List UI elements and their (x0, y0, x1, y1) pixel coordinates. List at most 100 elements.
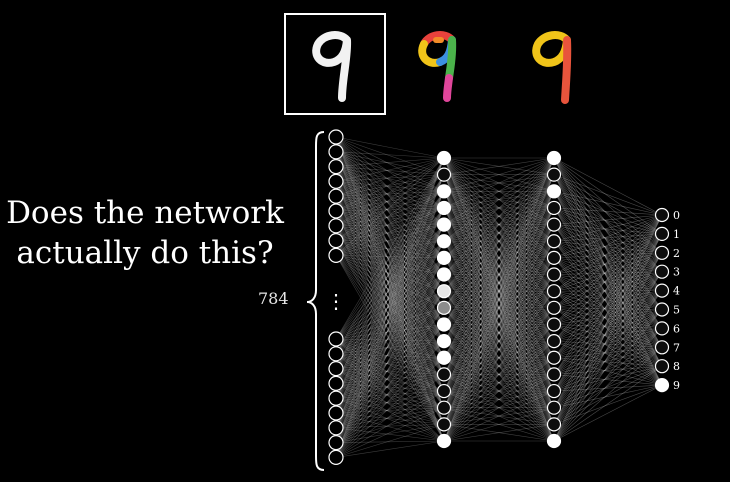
network-edge (335, 224, 445, 227)
network-edge (553, 274, 663, 329)
network-edge (335, 191, 445, 414)
network-edge (335, 191, 445, 354)
network-edge (443, 357, 555, 442)
network-edge (335, 324, 445, 399)
network-edge (553, 384, 663, 425)
network-edge (443, 257, 555, 342)
hidden-neuron (546, 267, 562, 282)
network-edge (335, 257, 445, 458)
network-edge (443, 174, 555, 275)
network-edge (335, 383, 445, 392)
output-digit-label: 5 (673, 304, 680, 317)
output-digit-label: 6 (673, 322, 680, 335)
network-edge (443, 207, 555, 242)
network-edge (443, 224, 555, 425)
network-edge (443, 257, 555, 442)
network-edge (553, 271, 663, 375)
network-edge (443, 157, 555, 442)
network-edge (443, 191, 555, 292)
network-edge (335, 195, 445, 275)
network-edge (443, 191, 555, 342)
network-edge (335, 157, 445, 227)
network-edge (335, 196, 445, 408)
network-edge (335, 374, 445, 458)
network-edge (443, 257, 555, 292)
network-edge (553, 271, 663, 392)
network-edge (443, 191, 555, 309)
network-edge (553, 347, 663, 392)
input-neuron (328, 390, 344, 406)
network-edge (335, 340, 445, 458)
network-edge (335, 195, 445, 242)
network-edge (335, 210, 445, 275)
network-edge (335, 136, 445, 375)
network-edge (443, 157, 555, 209)
network-edge (443, 191, 555, 259)
network-edge (335, 274, 445, 443)
network-edge (443, 157, 555, 275)
output-digit-label: 3 (673, 266, 680, 279)
network-edge (335, 207, 445, 369)
network-edge (335, 210, 445, 408)
network-edge (553, 191, 663, 254)
network-edge (443, 340, 555, 425)
network-edge (443, 224, 555, 292)
network-edge (553, 233, 663, 408)
network-edge (335, 274, 445, 399)
network-edge (443, 274, 555, 408)
network-edge (443, 207, 555, 309)
network-edge (443, 240, 555, 309)
network-edge (553, 207, 663, 310)
network-edge (443, 257, 555, 425)
network-edge (443, 374, 555, 392)
network-edge (335, 181, 445, 342)
network-edge (335, 353, 445, 375)
network-edge (335, 136, 445, 408)
network-edge (335, 166, 445, 408)
network-edge (443, 257, 555, 375)
network-edge (335, 136, 445, 342)
network-edge (553, 233, 663, 242)
network-edge (335, 224, 445, 443)
network-edge (335, 383, 445, 442)
network-edge (553, 290, 663, 348)
input-neuron (328, 203, 344, 219)
network-edge (553, 240, 663, 272)
network-edge (443, 157, 555, 309)
network-edge (443, 174, 555, 442)
network-edge (553, 290, 663, 375)
network-edge (443, 157, 555, 342)
network-edge (443, 307, 555, 325)
network-edge (443, 157, 555, 292)
output-digit-label: 1 (673, 228, 680, 241)
network-edge (443, 257, 555, 442)
network-edge (443, 224, 555, 259)
network-edge (335, 255, 445, 275)
network-edge (335, 240, 445, 242)
network-edge (335, 225, 445, 375)
network-edge (443, 390, 555, 442)
network-edge (335, 324, 445, 340)
network-edge (443, 390, 555, 409)
network-edge (335, 157, 445, 256)
network-edge (443, 207, 555, 425)
network-edge (443, 191, 555, 392)
network-edge (553, 274, 663, 310)
network-edge (443, 257, 555, 309)
network-edge (335, 353, 445, 442)
network-edge (335, 397, 445, 409)
network-edge (553, 214, 663, 375)
hidden-neuron (546, 334, 562, 349)
network-edge (335, 307, 445, 340)
network-edge (335, 151, 445, 192)
network-edge (443, 207, 555, 275)
network-edge (443, 190, 555, 209)
network-edge (553, 324, 663, 367)
network-edge (553, 233, 663, 425)
network-edge (335, 225, 445, 425)
network-edge (335, 191, 445, 399)
network-edge (335, 191, 445, 227)
network-edge (553, 309, 663, 375)
network-edge (443, 374, 555, 442)
network-edge (443, 241, 555, 375)
